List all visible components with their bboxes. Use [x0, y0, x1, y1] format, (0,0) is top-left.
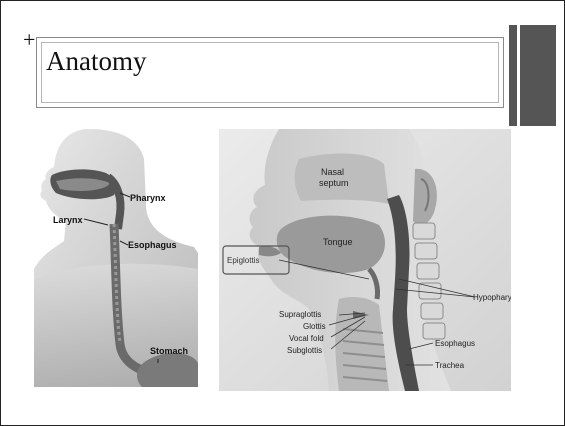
title-box: Anatomy	[36, 37, 504, 108]
label-tongue: Tongue	[323, 237, 353, 247]
label-trachea: Trachea	[435, 361, 465, 370]
label-vocal-fold: Vocal fold	[289, 334, 324, 343]
label-subglottis: Subglottis	[287, 346, 322, 355]
label-glottis: Glottis	[303, 322, 326, 331]
figure-digestive-tract: Pharynx Larynx Esophagus Stomach	[34, 129, 198, 387]
label-pharynx: Pharynx	[130, 193, 166, 203]
plus-symbol: +	[23, 29, 35, 51]
label-supraglottis: Supraglottis	[279, 310, 321, 319]
figure-airway-cross-section: Nasal septum Tongue Epiglottis Hypophary…	[219, 129, 511, 391]
digestive-tract-illustration: Pharynx Larynx Esophagus Stomach	[34, 129, 198, 387]
label-nasal-septum-line2: septum	[319, 178, 349, 188]
accent-bar-thin	[509, 25, 517, 126]
label-nasal-septum-line1: Nasal	[321, 167, 344, 177]
label-esophagus: Esophagus	[128, 240, 177, 250]
label-larynx: Larynx	[53, 215, 83, 225]
airway-cross-section-illustration: Nasal septum Tongue Epiglottis Hypophary…	[219, 129, 511, 391]
accent-bar-wide	[520, 25, 556, 126]
label-hypopharynx: Hypopharynx	[473, 293, 511, 302]
label-esophagus-right: Esophagus	[435, 339, 475, 348]
slide-title: Anatomy	[46, 46, 147, 77]
label-stomach: Stomach	[150, 346, 188, 356]
label-epiglottis: Epiglottis	[227, 256, 259, 265]
